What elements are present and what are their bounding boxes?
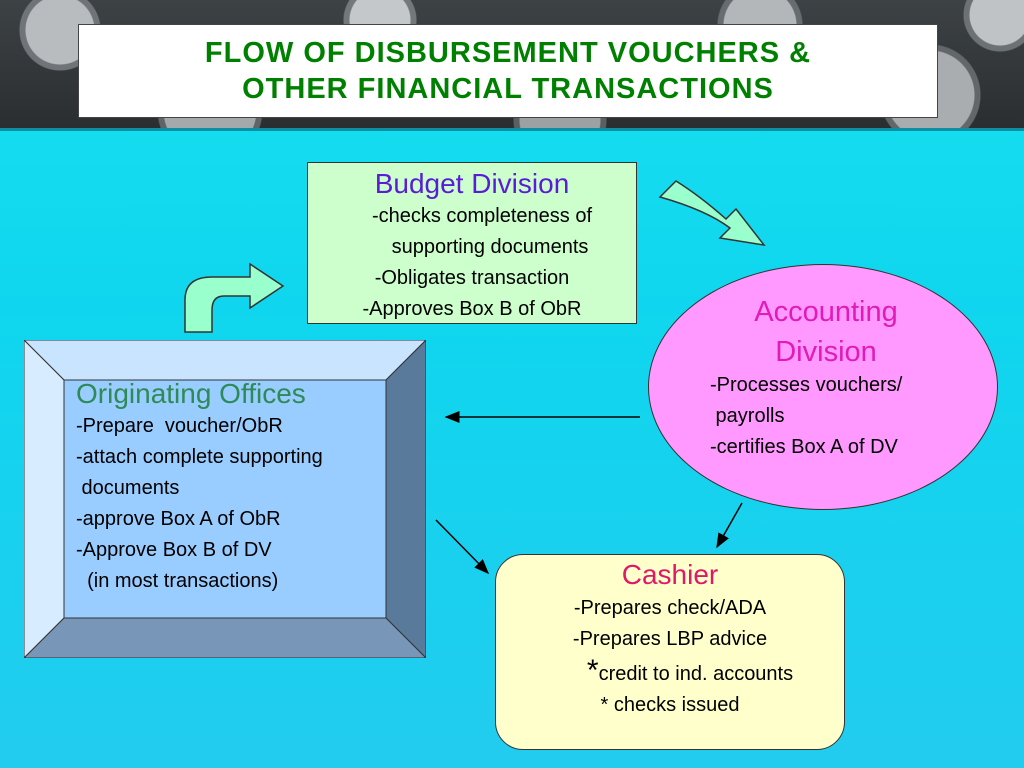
- cashier-heading: Cashier: [621, 559, 719, 590]
- originating-line-5: -Approve Box B of DV: [76, 539, 272, 561]
- accounting-division-ellipse: [648, 264, 998, 510]
- cashier-line-1: -Prepares check/ADA: [573, 597, 767, 619]
- originating-line-1: -Prepare voucher/ObR: [76, 415, 283, 437]
- coin-banner: FLOW OF DISBURSEMENT VOUCHERS & OTHER FI…: [0, 0, 1024, 131]
- accounting-heading: Accounting Division: [736, 292, 916, 372]
- budget-line-4: -Approves Box B of ObR: [362, 298, 582, 320]
- originating-heading: Originating Offices: [76, 378, 306, 409]
- cashier-line-4: * checks issued: [600, 694, 740, 716]
- accounting-heading-line-2: Division: [775, 336, 877, 368]
- accounting-line-1: -Processes vouchers/: [710, 374, 903, 396]
- arrow-accounting-to-cashier: [716, 502, 743, 549]
- budget-line-1: -checks completeness of: [371, 205, 593, 227]
- originating-offices-frame: [24, 340, 426, 658]
- cashier-line-3: *credit to ind. accounts: [496, 655, 844, 690]
- cashier-star: *: [586, 654, 599, 687]
- budget-line-2: supporting documents: [391, 236, 589, 258]
- title-box: FLOW OF DISBURSEMENT VOUCHERS & OTHER FI…: [78, 24, 938, 118]
- accounting-text: -Processes vouchers/ payrolls -certifies…: [710, 370, 902, 463]
- arrow-originating-to-cashier: [435, 519, 490, 575]
- cashier-star-text: credit to ind. accounts: [598, 663, 794, 685]
- budget-line-3: -Obligates transaction: [374, 267, 570, 289]
- originating-line-6: (in most transactions): [76, 570, 279, 592]
- budget-division-box: Budget Division -checks completeness of …: [307, 162, 637, 324]
- accounting-line-2: payrolls: [710, 405, 785, 427]
- accounting-heading-line-1: Accounting: [754, 296, 898, 328]
- originating-line-4: -approve Box A of ObR: [76, 508, 281, 530]
- cashier-box: Cashier -Prepares check/ADA -Prepares LB…: [495, 554, 845, 750]
- title-line-1: FLOW OF DISBURSEMENT VOUCHERS &: [204, 37, 812, 69]
- curved-arrow-down-right: [658, 180, 766, 247]
- originating-text: Originating Offices -Prepare voucher/ObR…: [76, 377, 323, 597]
- frame-face: [63, 379, 387, 619]
- budget-heading: Budget Division: [374, 168, 570, 199]
- originating-line-2: -attach complete supporting: [76, 446, 323, 468]
- cashier-line-2: -Prepares LBP advice: [572, 628, 768, 650]
- originating-line-3: documents: [76, 477, 180, 499]
- curved-arrow-up-right: [184, 262, 285, 333]
- accounting-line-3: -certifies Box A of DV: [710, 436, 898, 458]
- title-line-2: OTHER FINANCIAL TRANSACTIONS: [242, 73, 774, 105]
